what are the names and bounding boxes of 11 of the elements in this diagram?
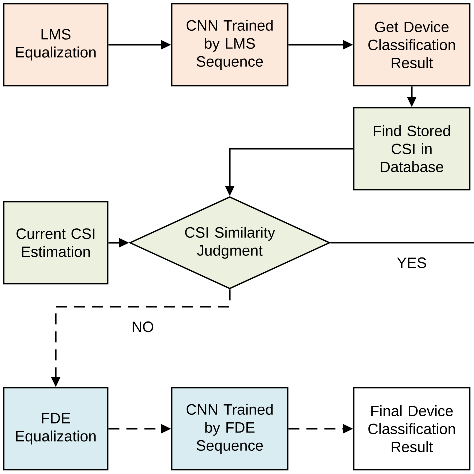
process-box: CNN Trained by LMS Sequence: [171, 3, 289, 87]
process-box: Current CSI Estimation: [3, 201, 109, 285]
process-box: Final Device Classification Result: [353, 387, 471, 471]
edge-label: YES: [395, 256, 429, 270]
process-box: Find Stored CSI in Database: [353, 107, 471, 191]
process-box: Get Device Classification Result: [353, 3, 471, 87]
process-box: CNN Trained by FDE Sequence: [171, 387, 289, 471]
connector-line: [330, 242, 474, 244]
edge-label: NO: [130, 320, 156, 334]
process-box: FDE Equalization: [3, 387, 109, 471]
process-box: LMS Equalization: [3, 3, 109, 87]
